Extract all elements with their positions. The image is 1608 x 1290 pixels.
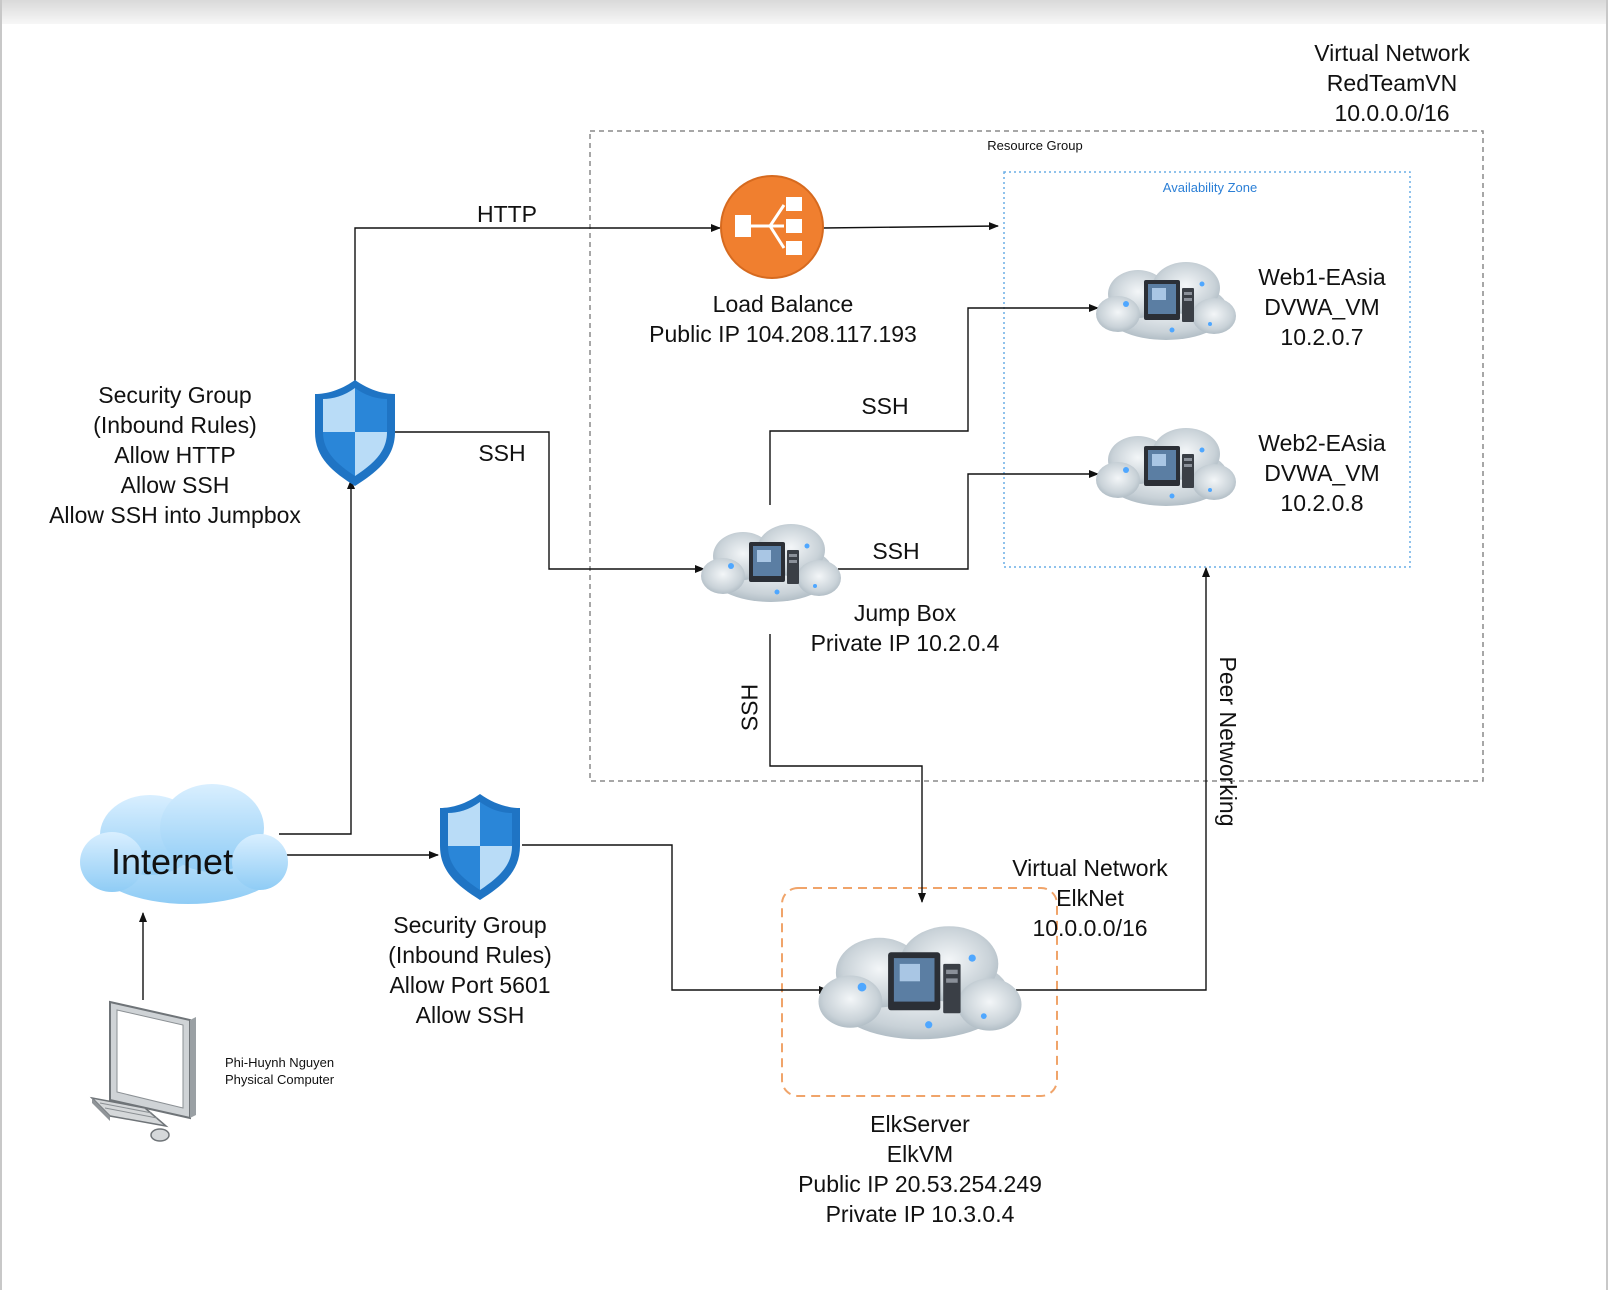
computer-owner: Phi-Huynh Nguyen (225, 1055, 335, 1070)
shield-icon-bottom (440, 794, 520, 900)
elk-vm-icon (818, 926, 1022, 1040)
load-balancer-icon (720, 175, 824, 279)
vnet-elknet-name: ElkNet (1056, 885, 1124, 911)
vnet-redteam-title: Virtual Network (1314, 40, 1470, 66)
window-right-edge (1606, 0, 1608, 1290)
window-top-bar (0, 0, 1608, 24)
web2-vm: DVWA_VM (1264, 460, 1380, 486)
edge-label-peer-networking: Peer Networking (1215, 656, 1241, 827)
web2-label: Web2-EAsia DVWA_VM 10.2.0.8 (1232, 428, 1412, 518)
edge-jump-web2 (838, 470, 1099, 570)
load-balancer-label: Load Balance Public IP 104.208.117.193 (620, 289, 946, 349)
edge-label-ssh-sg-jump: SSH (478, 440, 526, 466)
edge-sg-elk (522, 844, 829, 994)
vnet-elknet-cidr: 10.0.0.0/16 (1032, 915, 1148, 941)
computer-label: Phi-Huynh Nguyen Physical Computer (225, 1054, 365, 1088)
elk-private-ip: Private IP 10.3.0.4 (825, 1201, 1015, 1227)
edge-http (354, 224, 721, 385)
web1-vm-icon (1096, 262, 1236, 340)
load-balancer-name: Load Balance (712, 291, 854, 317)
elknet-box (781, 887, 1058, 1097)
edge-label-ssh-elk: SSH (736, 683, 763, 732)
elk-name: ElkServer (870, 1111, 970, 1137)
computer-type: Physical Computer (225, 1072, 335, 1087)
edge-lb-az (822, 222, 999, 231)
edge-label-ssh-web2: SSH (872, 538, 920, 564)
vnet-redteam-name: RedTeamVN (1326, 70, 1458, 96)
sg-bottom-title: Security Group (393, 912, 547, 938)
edge-jump-web1 (769, 304, 1099, 505)
internet-label: Internet (111, 841, 234, 882)
jumpbox-vm-icon (701, 524, 841, 602)
vnet-redteam-cidr: 10.0.0.0/16 (1334, 100, 1450, 126)
web1-name: Web1-EAsia (1258, 264, 1386, 290)
resource-group-box (589, 130, 1484, 782)
web2-ip: 10.2.0.8 (1280, 490, 1364, 516)
web1-vm: DVWA_VM (1264, 294, 1380, 320)
sg-bottom-rule-5601: Allow Port 5601 (389, 972, 551, 998)
edge-sg-jumpbox (392, 431, 705, 573)
web2-name: Web2-EAsia (1258, 430, 1386, 456)
sg-top-label: Security Group (Inbound Rules) Allow HTT… (30, 380, 320, 530)
resource-group-label: Resource Group (987, 138, 1083, 153)
computer-icon (89, 1000, 196, 1142)
web2-vm-icon (1096, 428, 1236, 506)
elk-public-ip: Public IP 20.53.254.249 (798, 1171, 1042, 1197)
sg-top-title: Security Group (98, 382, 252, 408)
sg-top-rule-jumpbox: Allow SSH into Jumpbox (49, 502, 301, 528)
edge-label-http: HTTP (476, 201, 538, 227)
web1-ip: 10.2.0.7 (1280, 324, 1364, 350)
elk-vm: ElkVM (886, 1141, 954, 1167)
vnet-elknet-label: Virtual Network ElkNet 10.0.0.0/16 (985, 853, 1195, 943)
jumpbox-name: Jump Box (853, 600, 957, 626)
edge-label-ssh-web1: SSH (861, 393, 909, 419)
sg-top-subtitle: (Inbound Rules) (93, 412, 257, 438)
jumpbox-ip: Private IP 10.2.0.4 (810, 630, 1000, 656)
availability-zone-label: Availability Zone (1162, 180, 1258, 195)
window-left-edge (0, 0, 2, 1290)
vnet-elknet-title: Virtual Network (1012, 855, 1168, 881)
elk-label: ElkServer ElkVM Public IP 20.53.254.249 … (770, 1109, 1070, 1229)
vnet-redteam-label: Virtual Network RedTeamVN 10.0.0.0/16 (1272, 38, 1512, 128)
jumpbox-label: Jump Box Private IP 10.2.0.4 (790, 598, 1020, 658)
edge-jump-elk (769, 634, 926, 903)
sg-top-rule-ssh: Allow SSH (120, 472, 230, 498)
edge-peer-networking (1016, 567, 1210, 991)
sg-bottom-subtitle: (Inbound Rules) (388, 942, 552, 968)
sg-bottom-label: Security Group (Inbound Rules) Allow Por… (360, 910, 580, 1030)
sg-top-rule-http: Allow HTTP (114, 442, 236, 468)
edge-internet-sg-top (279, 479, 355, 835)
internet-cloud-icon (80, 784, 288, 904)
web1-label: Web1-EAsia DVWA_VM 10.2.0.7 (1232, 262, 1412, 352)
shield-icon-top (315, 380, 395, 486)
load-balancer-ip: Public IP 104.208.117.193 (649, 321, 917, 347)
sg-bottom-rule-ssh: Allow SSH (415, 1002, 525, 1028)
